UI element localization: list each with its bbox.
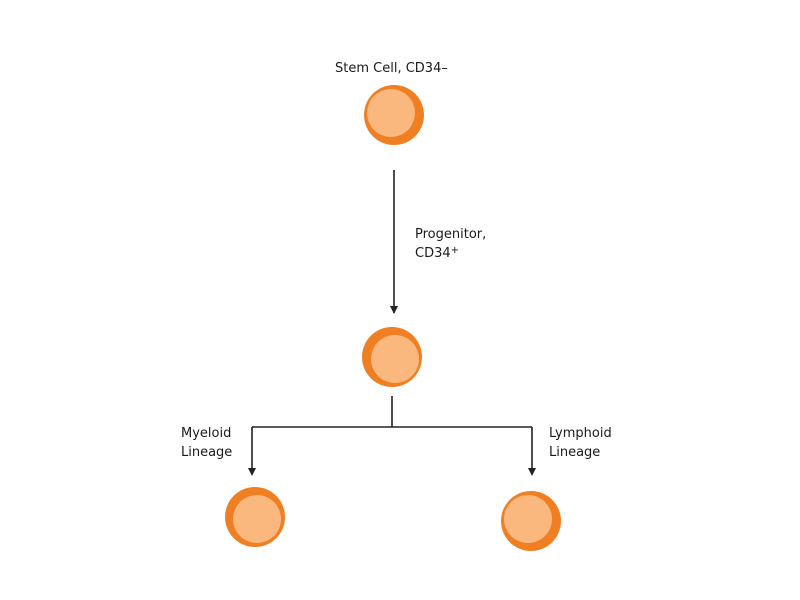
progenitor-cell-inner xyxy=(371,335,419,383)
myeloid-cell-inner xyxy=(233,495,281,543)
lymphoid-cell xyxy=(501,491,561,551)
myeloid-label-line1: Myeloid xyxy=(181,426,232,441)
progenitor-label-sup: + xyxy=(450,245,460,256)
progenitor-label-line2: CD34+ xyxy=(415,244,486,263)
progenitor-label: Progenitor, CD34+ xyxy=(415,225,486,263)
lymphoid-label-line1: Lymphoid xyxy=(549,426,612,441)
stem-cell-inner xyxy=(367,89,415,137)
stem-cell xyxy=(364,85,424,145)
stem-cell-label: Stem Cell, CD34– xyxy=(335,61,448,76)
myeloid-label: Myeloid Lineage xyxy=(181,424,232,462)
myeloid-cell xyxy=(225,487,285,547)
progenitor-label-line1: Progenitor, xyxy=(415,227,487,242)
lymphoid-label-line2: Lineage xyxy=(549,445,601,460)
lymphoid-cell-inner xyxy=(504,495,552,543)
arrowhead-myeloid xyxy=(248,468,256,476)
progenitor-label-marker: CD34 xyxy=(415,246,451,261)
progenitor-cell xyxy=(362,327,422,387)
arrowhead-progenitor xyxy=(390,306,398,314)
arrowhead-lymphoid xyxy=(528,468,536,476)
lymphoid-label: Lymphoid Lineage xyxy=(549,424,612,462)
myeloid-label-line2: Lineage xyxy=(181,445,233,460)
